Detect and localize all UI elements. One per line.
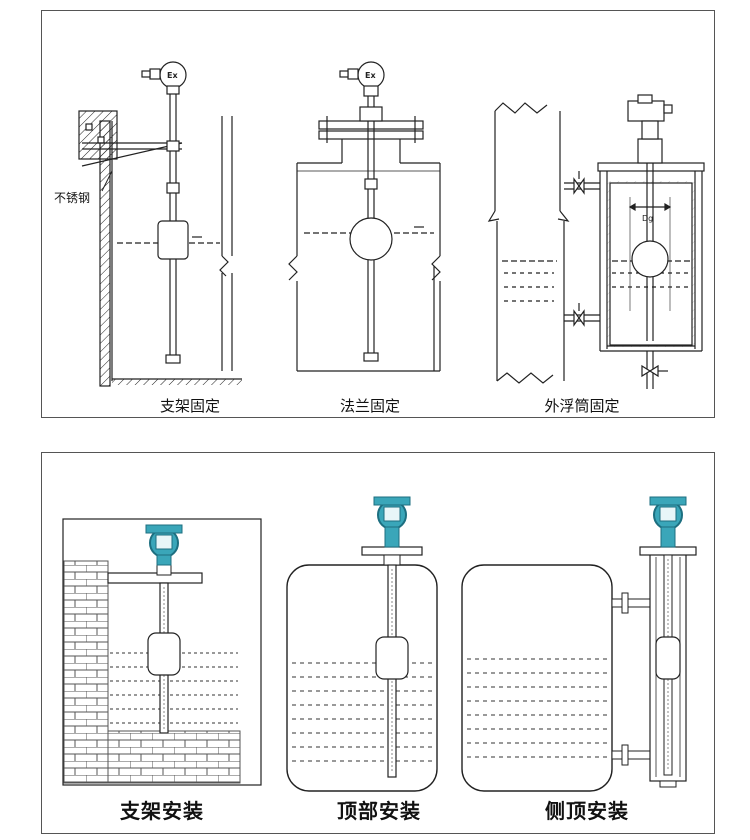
bracket-install-diagram xyxy=(62,518,262,786)
bottom-diagram-panel: 支架安装 顶部安装 侧顶安装 xyxy=(41,452,715,834)
flange-fixed-diagram xyxy=(288,61,441,372)
bracket-fixed-diagram xyxy=(78,61,242,387)
dg-label: Dg xyxy=(642,214,653,223)
ex-badge-2: Ex xyxy=(365,71,376,80)
external-chamber-diagram xyxy=(487,94,705,389)
ex-badge-1: Ex xyxy=(167,71,178,80)
caption-flange-fixed: 法兰固定 xyxy=(339,397,400,415)
top-diagram-panel: Ex xyxy=(41,10,715,418)
stainless-steel-label: 不锈钢 xyxy=(54,191,91,205)
caption-bracket-fixed: 支架固定 xyxy=(159,397,220,415)
caption-side-top-install: 侧顶安装 xyxy=(545,799,629,823)
top-install-diagram xyxy=(286,496,438,792)
caption-top-install: 顶部安装 xyxy=(337,799,421,823)
stainless-leader-line xyxy=(101,170,113,192)
side-top-install-diagram xyxy=(461,496,697,792)
caption-bracket-install: 支架安装 xyxy=(120,799,204,823)
caption-external-chamber-fixed: 外浮筒固定 xyxy=(544,397,620,415)
bottom-diagram-svg xyxy=(62,496,697,792)
top-diagram-svg: Ex xyxy=(78,61,705,389)
